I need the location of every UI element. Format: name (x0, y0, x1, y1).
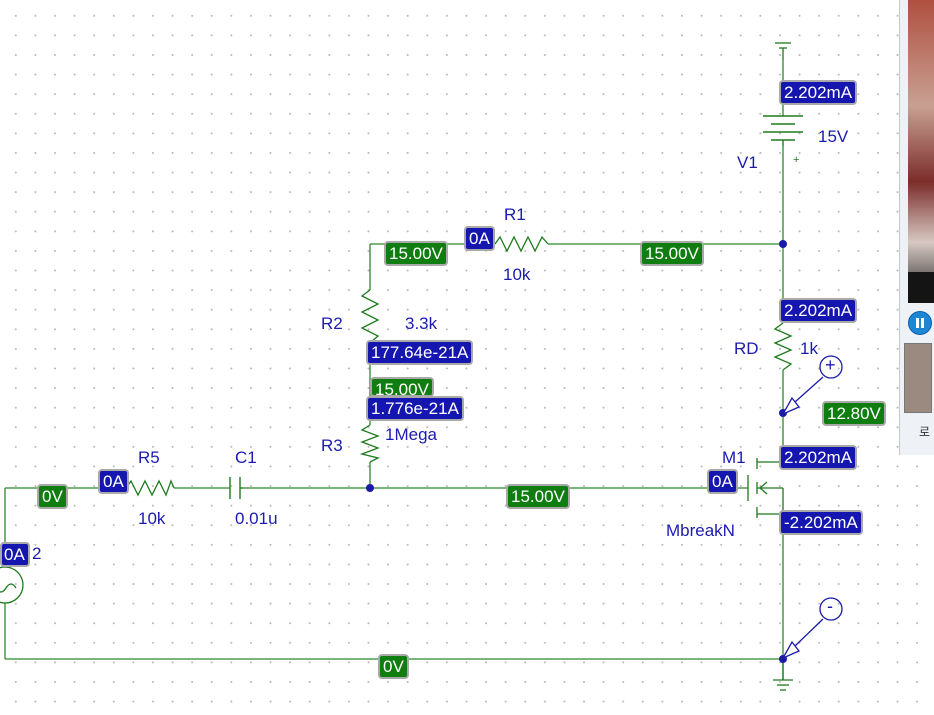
r5-name: R5 (138, 448, 160, 467)
rd-value: 1k (800, 339, 818, 358)
resistor-r1-symbol (494, 235, 549, 253)
r3-value: 1Mega (385, 425, 437, 444)
capacitor-c1-symbol (229, 477, 243, 499)
r1-name: R1 (504, 205, 526, 224)
plus-marker-label: + (825, 355, 836, 375)
v1-plus: + (793, 154, 800, 166)
r3-name: R3 (321, 436, 343, 455)
ac-source-symbol (0, 566, 24, 604)
mosfet-m1-symbol (747, 458, 784, 518)
voltage-marker-plus[interactable] (781, 355, 843, 416)
battery-v1-symbol (763, 115, 803, 146)
video-controls-bar (908, 272, 934, 303)
voltage-flag-r1-right[interactable]: 15.00V (640, 241, 704, 266)
current-flag-r1[interactable]: 0A (464, 226, 495, 251)
r2-name: R2 (321, 314, 343, 333)
current-flag-source[interactable]: -2.202mA (779, 510, 863, 535)
v1-name: V1 (737, 153, 758, 172)
voltage-flag-r1-left[interactable]: 15.00V (384, 241, 448, 266)
ground-bottom-symbol (773, 659, 793, 691)
current-flag-v1[interactable]: 2.202mA (779, 80, 858, 105)
current-flag-r3[interactable]: 1.776e-21A (366, 396, 464, 421)
minus-marker-label: - (827, 596, 833, 616)
voltage-flag-drain[interactable]: 12.80V (822, 401, 886, 426)
current-flag-r2[interactable]: 177.64e-21A (366, 340, 474, 365)
side-panel-text: 로 (918, 425, 930, 439)
current-flag-gate[interactable]: 0A (707, 469, 738, 494)
junction-dot (366, 484, 374, 492)
m1-name: M1 (722, 448, 746, 467)
current-flag-rd[interactable]: 2.202mA (779, 298, 858, 323)
resistor-rd-symbol (773, 322, 793, 371)
voltage-flag-ground[interactable]: 0V (378, 654, 409, 679)
ground-top-symbol (775, 42, 791, 60)
resistor-r5-symbol (125, 479, 175, 497)
video-preview[interactable] (908, 0, 934, 303)
r1-value: 10k (503, 265, 531, 284)
current-flag-drain[interactable]: 2.202mA (779, 445, 858, 470)
c1-value: 0.01u (235, 509, 278, 528)
resistor-r2-symbol (360, 289, 380, 344)
current-flag-r5[interactable]: 0A (98, 469, 129, 494)
c1-name: C1 (235, 448, 257, 467)
resistor-r3-symbol (359, 424, 380, 463)
v1-value: 15V (818, 127, 849, 146)
junction-dot (779, 240, 787, 248)
thumbnail[interactable] (904, 343, 932, 413)
r2-value: 3.3k (405, 314, 438, 333)
current-flag-vsrc[interactable]: 0A (0, 542, 30, 567)
pause-icon[interactable] (908, 311, 932, 335)
voltage-flag-gate[interactable]: 15.00V (506, 484, 570, 509)
rd-name: RD (734, 339, 759, 358)
voltage-flag-r2-bottom[interactable]: 15.00V (370, 377, 434, 397)
voltage-marker-minus[interactable] (781, 597, 843, 660)
voltage-flag-input[interactable]: 0V (37, 484, 68, 509)
m1-model: MbreakN (666, 521, 735, 540)
r5-value: 10k (138, 509, 166, 528)
vsrc-suffix: 2 (32, 544, 42, 563)
